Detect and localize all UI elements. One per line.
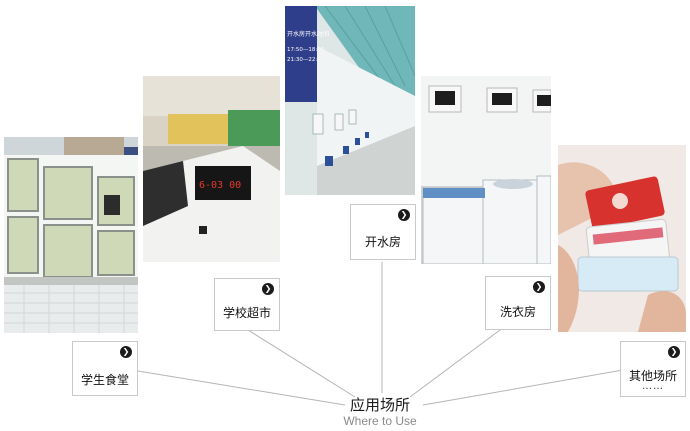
other-places-ellipsis: …… [642,381,664,392]
chevron-right-icon[interactable]: ❯ [120,346,132,358]
other-places-label: 其他场所 [628,369,677,383]
cards-photo [558,145,686,332]
pos-display-text: 6-03 00 [199,180,241,191]
laundry-box[interactable]: ❯ 洗衣房 [485,276,551,330]
laundry-photo [421,76,551,264]
other-places-box[interactable]: ❯ 其他场所 …… [620,341,686,397]
banner-text: 开水房开水时间 [287,30,329,38]
water-room-box[interactable]: ❯ 开水房 [350,204,416,260]
water-room-photo: 开水房开水时间 17:50—18:10 21:30—22:45 [285,6,415,195]
laundry-label: 洗衣房 [499,305,536,319]
supermarket-label: 学校超市 [222,306,271,320]
center-title: 应用场所 [349,396,410,414]
supermarket-photo: 6-03 00 [143,76,280,262]
canteen-box[interactable]: ❯ 学生食堂 [72,341,138,396]
chevron-right-icon[interactable]: ❯ [533,281,545,293]
chevron-right-icon[interactable]: ❯ [262,283,274,295]
supermarket-box[interactable]: ❯ 学校超市 [214,278,280,331]
canteen-label: 学生食堂 [80,373,129,387]
time-text-1: 17:50—18:10 [287,47,325,53]
time-text-2: 21:30—22:45 [287,57,325,63]
canteen-photo [4,137,138,333]
water-room-label: 开水房 [364,235,401,249]
chevron-right-icon[interactable]: ❯ [398,209,410,221]
chevron-right-icon[interactable]: ❯ [668,346,680,358]
center-subtitle: Where to Use [343,414,417,428]
